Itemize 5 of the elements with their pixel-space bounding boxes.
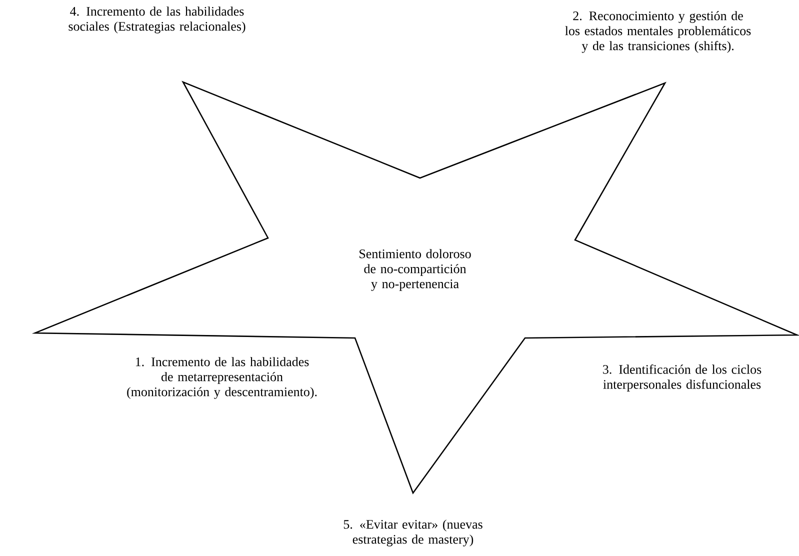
- step-label: 4. Incremento de las habilidades sociales (Estrategias relacionales): [68, 6, 246, 34]
- step-label: 2. Reconocimiento y gestión de los estados mentales problemáticos y de las transiciones (shifts).: [565, 11, 751, 53]
- step-label: 5. «Evitar evitar» (nuevas estrategias de mastery): [344, 520, 482, 546]
- step-label: 1. Incremento de las habilidades de metarrepresentación (monitorización y descentramiento).: [127, 357, 317, 399]
- step-label: 3. Identificación de los ciclos interpersonales disfuncionales: [603, 364, 762, 392]
